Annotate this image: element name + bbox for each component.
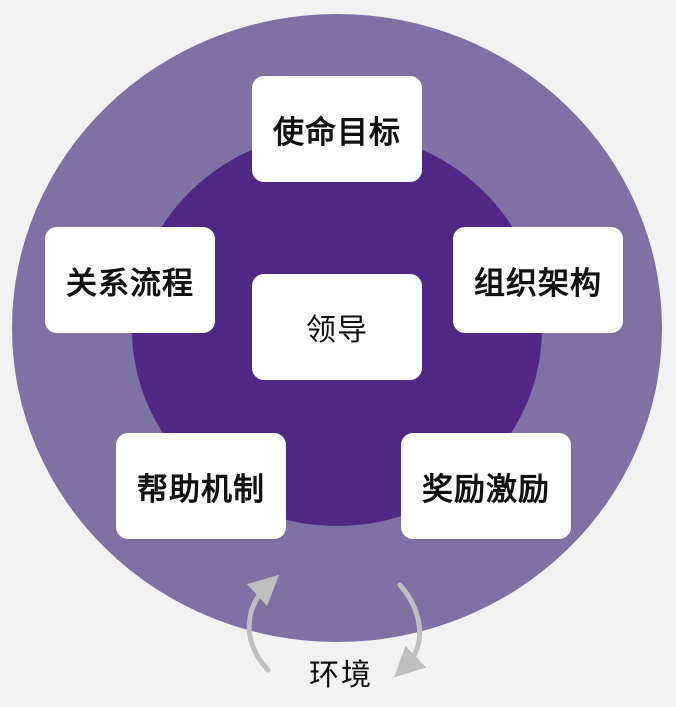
node-leadership-center: 领导 (252, 274, 422, 380)
node-help-mechanism: 帮助机制 (116, 433, 286, 539)
node-help-mechanism-label: 帮助机制 (137, 471, 265, 508)
node-org-structure: 组织架构 (453, 227, 623, 333)
node-mission-goals-label: 使命目标 (273, 114, 401, 151)
node-rewards-incentives: 奖励激励 (401, 433, 571, 539)
node-mission-goals: 使命目标 (252, 76, 422, 182)
node-org-structure-label: 组织架构 (474, 265, 602, 302)
node-relationship-process: 关系流程 (45, 227, 215, 333)
environment-label: 环境 (309, 658, 373, 693)
node-relationship-process-label: 关系流程 (66, 265, 194, 302)
node-rewards-incentives-label: 奖励激励 (422, 471, 550, 508)
node-leadership-center-label: 领导 (306, 313, 368, 348)
